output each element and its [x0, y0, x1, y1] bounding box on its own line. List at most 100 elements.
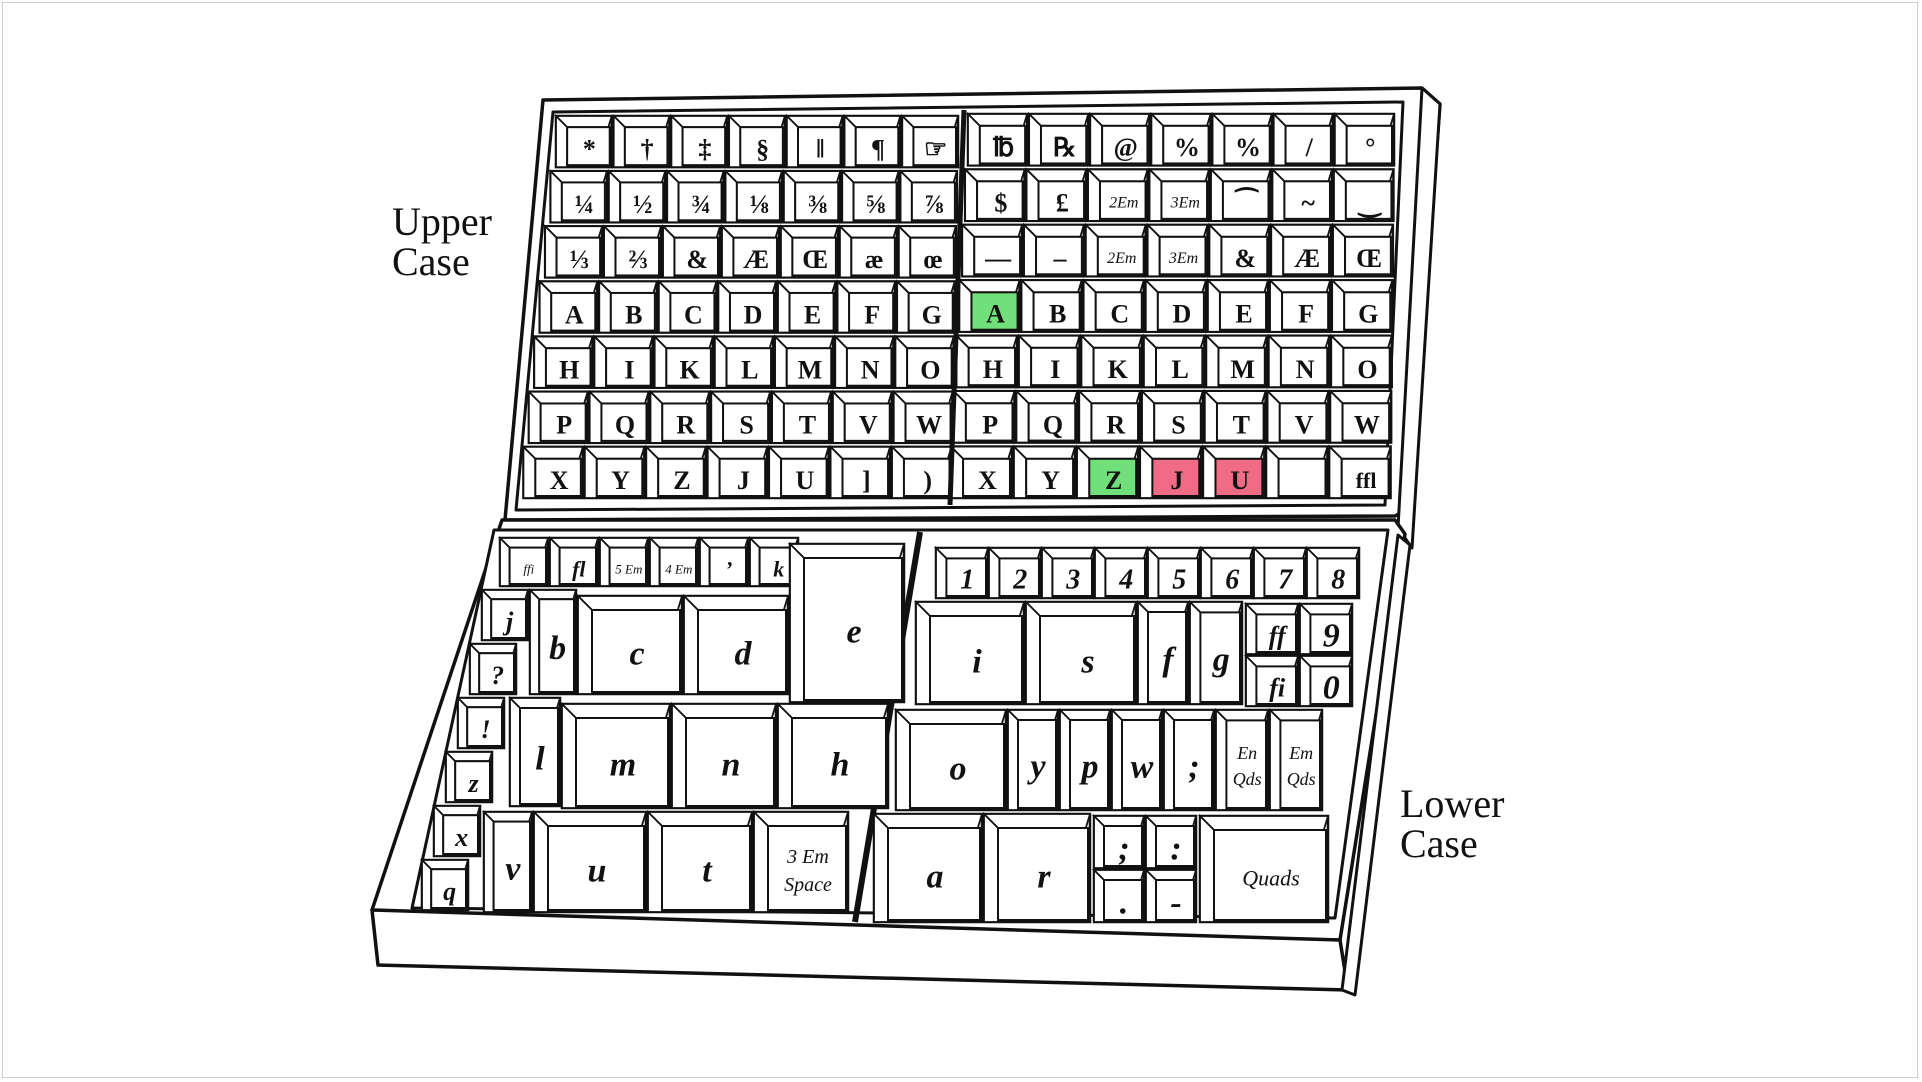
lower-left-top-cell-5-label: ’: [725, 556, 732, 581]
upper-right-cell-r6-c1-label: P: [982, 410, 998, 439]
lower-left-cell-c-label: c: [629, 636, 644, 673]
lower-right-cell-p-label: p: [1079, 749, 1099, 786]
upper-left-cell-r5-c1-label: H: [559, 355, 579, 384]
upper-right-cell-r4-c5-label: E: [1235, 300, 1252, 329]
lower-right-cell-en_qds-label-1: En: [1236, 743, 1257, 763]
upper-right-cell-r6-c3-label: R: [1106, 410, 1125, 439]
lower-left-cell-h-top-bevel: [778, 704, 888, 718]
upper-left-cell-r7-c4-label: J: [737, 466, 750, 495]
upper-right-cell-r7-c2-label: Y: [1041, 466, 1060, 495]
lower-right-cell-quads-label: Quads: [1242, 866, 1299, 891]
upper-right-cell-r1-c2-label: ℞: [1053, 133, 1076, 162]
upper-left-cell-r5-c6-label: N: [861, 355, 880, 384]
lower-left-cell-c-left-bevel: [578, 596, 592, 694]
lower-right-cell-s-left-bevel: [1026, 602, 1040, 704]
lower-right-cell-semicolon-label: ;: [1118, 831, 1129, 868]
upper-right-cell-r6-c4-label: S: [1171, 410, 1185, 439]
lower-left-cell-t-top-bevel: [648, 812, 752, 826]
upper-left-cell-r6-c3-label: R: [676, 411, 695, 440]
lower-right-cell-s-top-bevel: [1026, 602, 1136, 616]
lower-left-cell-h-left-bevel: [778, 704, 792, 808]
upper-right-cell-r3-c5-label: &: [1235, 244, 1257, 273]
upper-right-cell-r4-c4-label: D: [1172, 300, 1191, 329]
upper-left-cell-r1-c3-label: ‡: [698, 135, 711, 164]
upper-left-cell-r7-c7: [892, 447, 951, 498]
upper-right-cell-r6-c2-label: Q: [1043, 410, 1063, 439]
upper-left-cell-r6-c7-label: W: [916, 411, 942, 440]
lower-left-top-cell-5-left-bevel: [700, 538, 710, 586]
upper-right-cell-r2-c4-label: 3Em: [1170, 195, 1200, 212]
lower-right-cell-colon-left-bevel: [1146, 816, 1156, 868]
upper-left-cell-r7-c6: [831, 447, 890, 498]
upper-right-cell-r4-c6-label: F: [1298, 300, 1314, 329]
upper-right-cell-r7-c5-label: U: [1231, 466, 1250, 495]
lower-left-cell-d-left-bevel: [684, 596, 698, 694]
lower-right-cell-em_qds-label-2: Qds: [1287, 769, 1316, 789]
upper-right-cell-r3-c2-label: –: [1052, 244, 1067, 273]
upper-left-cell-r4-c6-label: F: [864, 300, 880, 329]
lower-right-top-cell-2-label: 2: [1012, 565, 1027, 596]
upper-right-cell-r1-c7-label: °: [1365, 133, 1375, 162]
lower-left-top-cell-6-label: k: [773, 556, 784, 581]
lower-right-cell-a-left-bevel: [874, 814, 888, 922]
lower-right-cell-colon-label: :: [1170, 831, 1181, 868]
upper-left-cell-r1-c4-label: §: [756, 135, 769, 164]
upper-left-cell-r7-c2-label: Y: [611, 466, 630, 495]
upper-right-cell-r4-c3-label: C: [1110, 300, 1129, 329]
upper-right-cell-r6-c6-label: V: [1295, 410, 1314, 439]
lower-right-top-cell-1-label: 1: [960, 565, 974, 596]
upper-right-cell-r7-c6: [1266, 447, 1327, 498]
lower-left-column-cell-2-label: ?: [491, 661, 504, 690]
lower-left-top-cell-2-left-bevel: [550, 538, 560, 586]
lower-right-top-cell-3-label: 3: [1065, 565, 1080, 596]
lower-right-cell-period-left-bevel: [1094, 870, 1104, 922]
lower-right-cell-i: [916, 602, 1024, 704]
lower-left-column-cell-6-left-bevel: [422, 860, 431, 910]
upper-left-cell-r6-c6-label: V: [859, 411, 878, 440]
upper-right-cell-r2-c5-label: ⁀: [1234, 187, 1259, 218]
lower-left-cell-b-left-bevel: [530, 590, 539, 694]
lower-left-cell-d-top-bevel: [684, 596, 788, 610]
lower-left-cell-3em-space-label-1: 3 Em: [786, 846, 829, 868]
upper-left-cell-r6-c5-label: T: [799, 411, 816, 440]
lower-right-cell-em_qds-left-bevel: [1270, 710, 1280, 810]
upper-left-cell-r3-c5-label: Œ: [802, 245, 828, 274]
upper-left-cell-r3-c3-label: &: [686, 245, 708, 274]
lower-left-column-cell-2-left-bevel: [470, 644, 479, 694]
lower-left-cell-u-top-bevel: [534, 812, 646, 826]
upper-right-cell-r5-c5-label: M: [1230, 355, 1255, 384]
lower-right-cell-dash-label: -: [1170, 885, 1181, 922]
upper-left-cell-r4-c3-label: C: [684, 300, 703, 329]
upper-right-cell-r1-c6-label: /: [1305, 133, 1314, 162]
upper-left-cell-r6-c1-label: P: [556, 411, 572, 440]
lower-right-cell-p-left-bevel: [1060, 710, 1070, 810]
lower-left-cell-t: [648, 812, 752, 912]
lower-left-top-cell-1-label: ffi: [523, 561, 534, 576]
lower-left-column-cell-6-label: q: [443, 877, 456, 906]
lower-left-top-cell-3-left-bevel: [600, 538, 610, 586]
lower-right-cell-i-label: i: [972, 644, 982, 681]
lower-right-cell-g-left-bevel: [1190, 602, 1200, 704]
upper-left-cell-r6-c2-label: Q: [615, 411, 635, 440]
lower-right-cell-r-top-bevel: [984, 814, 1090, 828]
upper-left-cell-r7-c7-label: ): [923, 466, 932, 495]
lower-right-cell-f-left-bevel: [1138, 602, 1148, 704]
upper-right-cell-r5-c4-label: L: [1172, 355, 1189, 384]
lower-left-top-cell-6-left-bevel: [750, 538, 760, 586]
lower-right-cell-g-label: g: [1212, 642, 1230, 679]
lower-left-top-cell-3-label: 5 Em: [615, 561, 642, 576]
lower-left-cell-3em-space-label-2: Space: [784, 874, 832, 896]
lower-right-cell-quads-top-bevel: [1200, 816, 1328, 830]
upper-right-cell-r3-c6-label: Æ: [1294, 244, 1320, 273]
lower-left-cell-e-top-bevel: [790, 544, 904, 558]
lower-left-cell-3em-space-top-bevel: [754, 812, 848, 826]
upper-left-cell-r7-c6-label: ]: [862, 466, 871, 495]
upper-right-cell-r7-c1-label: X: [978, 466, 997, 495]
lower-right-cell-y-left-bevel: [1008, 710, 1018, 810]
lower-right-cell-en_qds-left-bevel: [1216, 710, 1226, 810]
upper-left-cell-r1-c7-label: ☞: [924, 135, 947, 164]
upper-left-cell-r3-c1-label: ⅓: [570, 245, 590, 274]
lower-left-column-cell-5-label: x: [454, 823, 468, 852]
lower-left-cell-u-label: u: [588, 853, 607, 890]
